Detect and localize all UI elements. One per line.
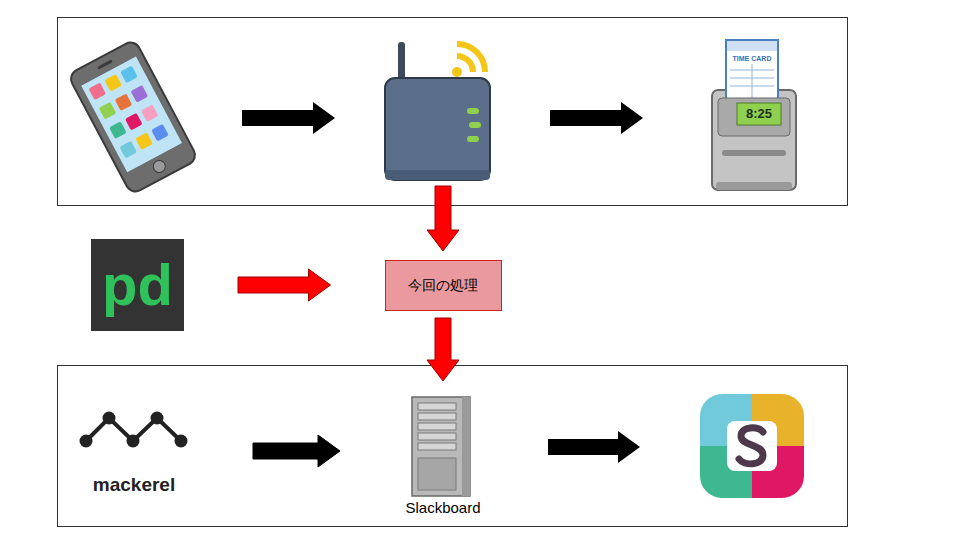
time-card-machine	[712, 40, 796, 190]
node-text: 今回の処理	[408, 277, 478, 294]
pagerduty-logo-node: pd	[91, 239, 184, 331]
wifi-dot	[452, 67, 462, 77]
clock-time: 8:25	[746, 107, 772, 121]
card-title: TIME CARD	[733, 55, 772, 63]
app-icon	[120, 66, 138, 84]
top-panel	[58, 18, 848, 206]
logo-dot	[175, 435, 188, 448]
drive-bays	[418, 403, 456, 450]
router-base	[385, 170, 490, 180]
led	[467, 136, 479, 142]
mackerel-logo	[80, 412, 188, 448]
flow-arrow	[238, 269, 331, 301]
smartphone	[68, 39, 199, 195]
logo-dot	[127, 435, 140, 448]
slack-logo	[700, 394, 804, 498]
server-tower	[412, 397, 470, 496]
flow-arrow	[242, 102, 335, 134]
drive-bay	[418, 413, 456, 420]
app-icon	[115, 93, 133, 111]
card-slot	[722, 150, 786, 156]
app-icon	[119, 141, 137, 159]
node-text: mackerel	[93, 474, 175, 497]
logo-dot	[103, 412, 116, 425]
app-icon	[104, 74, 122, 92]
logo-center	[727, 421, 777, 471]
app-icon	[141, 104, 159, 122]
server-body	[412, 397, 470, 496]
speaker	[97, 59, 113, 69]
drive-bay	[418, 423, 456, 430]
wifi-arc	[457, 56, 473, 72]
node-text: pd	[102, 250, 173, 320]
app-icon	[151, 124, 169, 142]
card-header	[727, 41, 777, 51]
led	[469, 122, 481, 128]
app-icon	[88, 82, 106, 100]
router-body	[385, 78, 490, 180]
drive-bay	[418, 443, 456, 450]
app-icon	[109, 121, 127, 139]
bottom-panel	[58, 366, 848, 527]
wifi-router	[385, 42, 490, 180]
logo-dot	[151, 412, 164, 425]
app-icons	[88, 66, 168, 159]
red-arrow	[427, 186, 459, 251]
machine-body	[712, 90, 796, 190]
flow-arrow	[253, 435, 340, 467]
drive-bay	[418, 403, 456, 410]
app-icon	[99, 102, 117, 120]
display-frame	[718, 98, 790, 136]
app-icon	[125, 113, 143, 131]
red-arrow	[427, 318, 459, 381]
lcd-display	[737, 103, 781, 125]
server-panel	[418, 458, 456, 490]
machine-base	[716, 182, 792, 190]
led	[467, 108, 479, 114]
server-node: Slackboard	[380, 393, 506, 519]
phone-body	[68, 39, 199, 195]
pagerduty-logo	[91, 239, 184, 331]
server-side	[462, 397, 470, 496]
flow-arrow	[548, 431, 640, 463]
process-box: 今回の処理	[385, 260, 502, 311]
drive-bay	[418, 433, 456, 440]
logo-s-mark	[739, 428, 763, 464]
node-text: Slackboard	[405, 499, 480, 517]
time-card	[726, 40, 778, 102]
app-icon	[135, 132, 153, 150]
app-icon	[131, 85, 149, 103]
flow-arrow	[550, 102, 643, 134]
wifi-arc	[457, 44, 485, 72]
card-line	[752, 64, 753, 100]
logo-dot	[80, 435, 93, 448]
home-button	[151, 158, 167, 174]
mackerel-node: mackerel	[75, 403, 193, 499]
phone-screen	[81, 57, 182, 173]
